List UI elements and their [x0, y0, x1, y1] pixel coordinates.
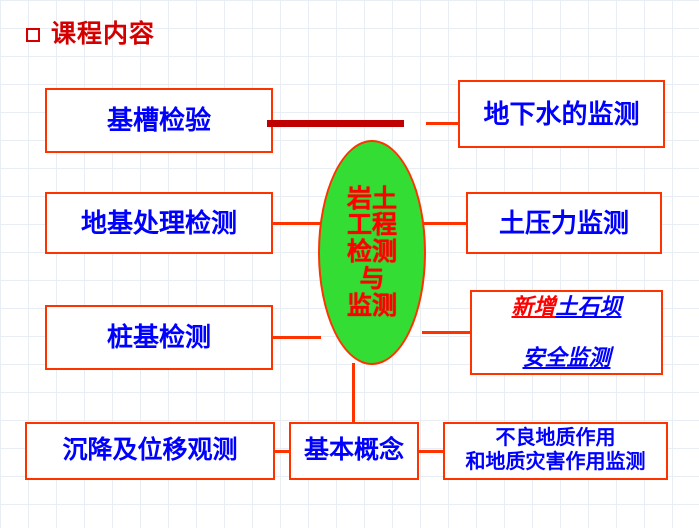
node-xinzeng-tushiba[interactable]: 新增土石坝 安全监测 — [470, 290, 663, 375]
node-jicao-jianyan[interactable]: 基槽检验 — [45, 88, 273, 153]
node-chenjiang-weiyi-guance[interactable]: 沉降及位移观测 — [25, 422, 275, 480]
node-jicao-label: 基槽检验 — [106, 105, 211, 136]
page-title: 课程内容 — [26, 22, 155, 47]
node-chenjiang-label: 沉降及位移观测 — [62, 436, 238, 465]
page-title-text: 课程内容 — [51, 20, 156, 48]
connector-jiben-buliang — [417, 450, 445, 453]
connector-xinzeng — [422, 331, 472, 334]
node-dijichuli-jiance[interactable]: 地基处理检测 — [45, 192, 273, 254]
node-buliang-label: 不良地质作用 和地质灾害作用监测 — [465, 427, 646, 473]
node-tuyali-jiance[interactable]: 土压力监测 — [466, 192, 662, 254]
node-jiben-label: 基本概念 — [303, 436, 404, 465]
node-zhuangji-label: 桩基检测 — [106, 322, 211, 353]
node-xinzeng-label: 新增土石坝 安全监测 — [472, 268, 661, 398]
connector-center-jiben — [352, 363, 355, 423]
node-zhuangji-jiance[interactable]: 桩基检测 — [45, 305, 273, 370]
node-xinzeng-line2: 安全监测 — [522, 345, 611, 371]
connector-dijichuli — [271, 222, 321, 225]
center-node-geotechnical-testing[interactable]: 岩土 工程 检测 与 监测 — [318, 140, 426, 365]
connector-jicao-highlight — [267, 120, 404, 127]
connector-dixiashui — [426, 122, 460, 125]
node-dixiashui-jiance[interactable]: 地下水的监测 — [458, 80, 665, 148]
center-node-label: 岩土 工程 检测 与 监测 — [346, 184, 397, 320]
square-bullet-icon — [26, 27, 40, 42]
node-xinzeng-line1: 新增土石坝 — [472, 294, 661, 320]
node-tuyali-label: 土压力监测 — [498, 207, 629, 238]
connector-zhuangji — [271, 336, 321, 339]
node-buliang-dizhi[interactable]: 不良地质作用 和地质灾害作用监测 — [443, 422, 668, 480]
node-jiben-gainian[interactable]: 基本概念 — [289, 422, 419, 480]
node-dijichuli-label: 地基处理检测 — [80, 207, 237, 238]
connector-tuyali — [424, 222, 468, 225]
node-dixiashui-label: 地下水的监测 — [483, 98, 640, 129]
node-xinzeng-rest: 土石坝 — [555, 293, 622, 319]
connector-chenjiang-jiben — [273, 450, 291, 453]
new-tag: 新增 — [511, 293, 556, 319]
